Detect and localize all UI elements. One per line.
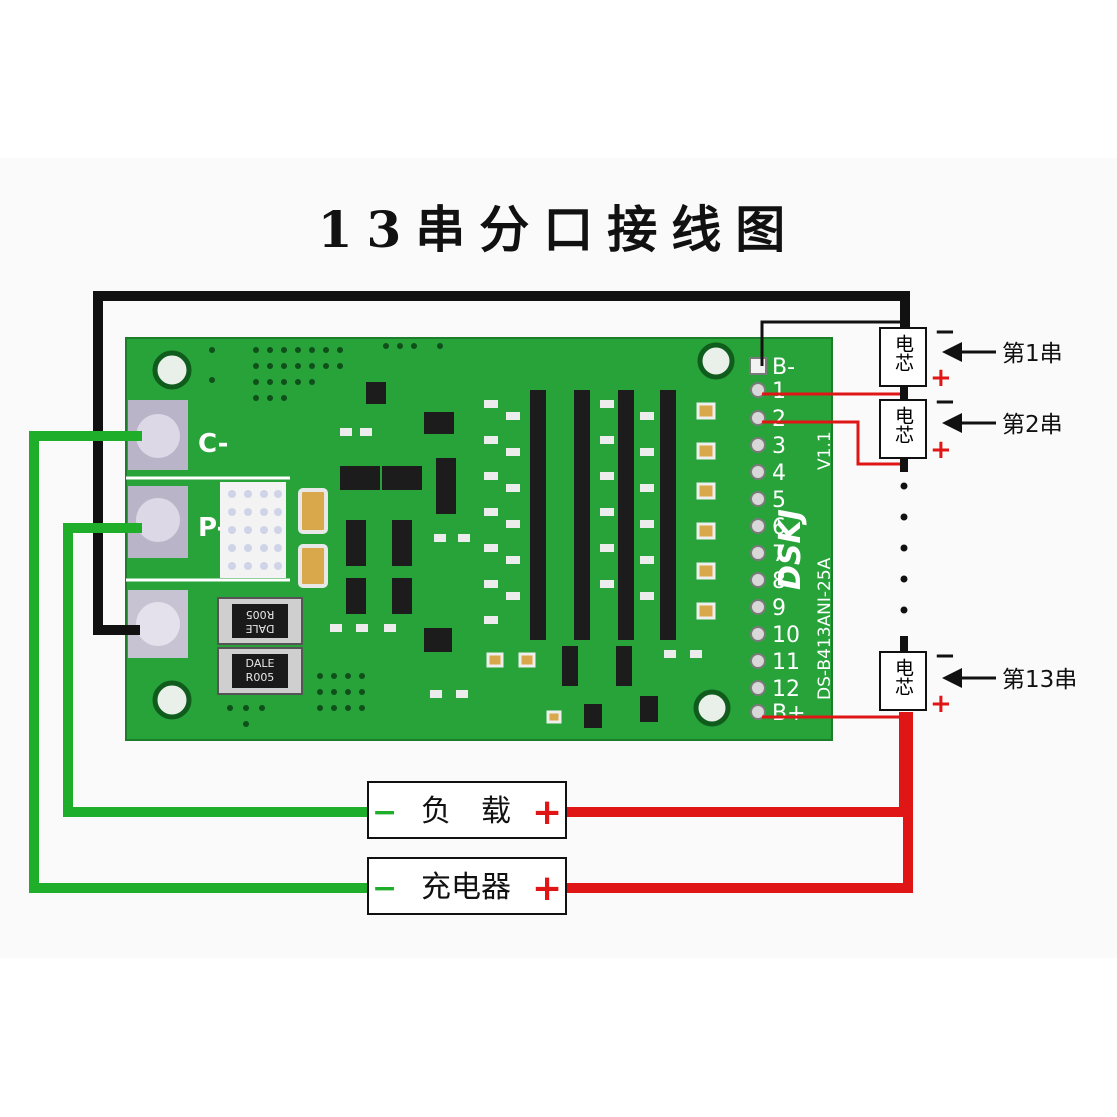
charger-minus: −	[372, 871, 397, 906]
mosfet-array	[340, 382, 676, 728]
smd-components	[330, 400, 716, 724]
pin-label-5: 5	[772, 488, 786, 513]
series-labels: 第1串 第2串 第13串	[1002, 341, 1077, 693]
pin-label-9: 9	[772, 596, 786, 621]
pin-label-1: 1	[772, 379, 786, 404]
series-arrows	[942, 342, 996, 688]
bms-board: C- P- R005 DALE DALE R005	[125, 337, 835, 741]
load-box: − 负 载 +	[367, 781, 567, 839]
resistor-2-text-a: DALE	[246, 657, 275, 670]
series-2-label: 第2串	[1002, 412, 1063, 438]
charger-plus: +	[532, 868, 562, 909]
pin-label-6: 6	[772, 515, 786, 540]
diagram-title: 13串分口接线图	[317, 200, 800, 259]
pin-label-11: 11	[772, 650, 800, 675]
pin-label-2: 2	[772, 407, 786, 432]
cell-1-label-line1: 电芯	[892, 334, 914, 372]
cell-2-minus: −	[934, 387, 956, 417]
cell-2-plus: +	[930, 435, 952, 465]
pin-label-12: 12	[772, 677, 800, 702]
pad-label-c: C-	[198, 429, 228, 459]
green-wire-load	[63, 523, 368, 817]
pin-label-3: 3	[772, 434, 786, 459]
ellipsis-dots	[900, 482, 908, 645]
pin-label-8: 8	[772, 569, 786, 594]
pin-label-7: 7	[772, 542, 786, 567]
via-grid	[220, 482, 286, 578]
cell-13-plus: +	[930, 689, 952, 719]
model-marking: DS-B413ANI-25A	[815, 557, 835, 700]
shunt-resistor-2: DALE R005	[217, 647, 303, 695]
black-wire-c-minus	[93, 291, 910, 635]
load-plus: +	[532, 792, 562, 833]
version-marking: V1.1	[815, 431, 835, 470]
cell-polarity-marks: − + − + − +	[930, 317, 956, 719]
balance-header	[749, 357, 767, 720]
green-wire-charger	[29, 431, 368, 893]
load-minus: −	[372, 795, 397, 830]
cell-13-minus: −	[934, 641, 956, 671]
cell-2-label: 电芯	[892, 406, 914, 444]
charger-box: − 充电器 +	[367, 857, 567, 915]
pin-label-b-plus: B+	[772, 701, 806, 726]
resistor-1-text-a: R005	[246, 608, 275, 621]
pin-label-b-minus: B-	[772, 355, 795, 380]
header-pin-labels: B- 1 2 3 4 5 6 7 8 9 10 11 12 B+	[772, 355, 806, 726]
cell-1-plus: +	[930, 363, 952, 393]
pcb-vias	[209, 343, 443, 727]
charger-label: 充电器	[421, 870, 511, 905]
cell-1-minus: −	[934, 317, 956, 347]
pin-label-4: 4	[772, 461, 786, 486]
load-label: 负 载	[421, 794, 511, 829]
shunt-resistor-1: R005 DALE	[217, 597, 303, 645]
series-1-label: 第1串	[1002, 341, 1063, 367]
cell-1: 电芯	[879, 327, 927, 387]
resistor-2-text-b: R005	[246, 671, 275, 684]
capacitors	[298, 488, 328, 588]
series-13-label: 第13串	[1002, 667, 1077, 693]
pin-label-10: 10	[772, 623, 800, 648]
cell-13-label: 电芯	[892, 658, 914, 696]
resistor-1-text-b: DALE	[246, 622, 275, 635]
cell-2: 电芯	[879, 399, 927, 459]
mounting-holes	[152, 342, 735, 727]
brand-marking: DSKJ	[773, 509, 808, 590]
cell-13: 电芯	[879, 651, 927, 711]
red-wire-charger	[566, 712, 913, 893]
